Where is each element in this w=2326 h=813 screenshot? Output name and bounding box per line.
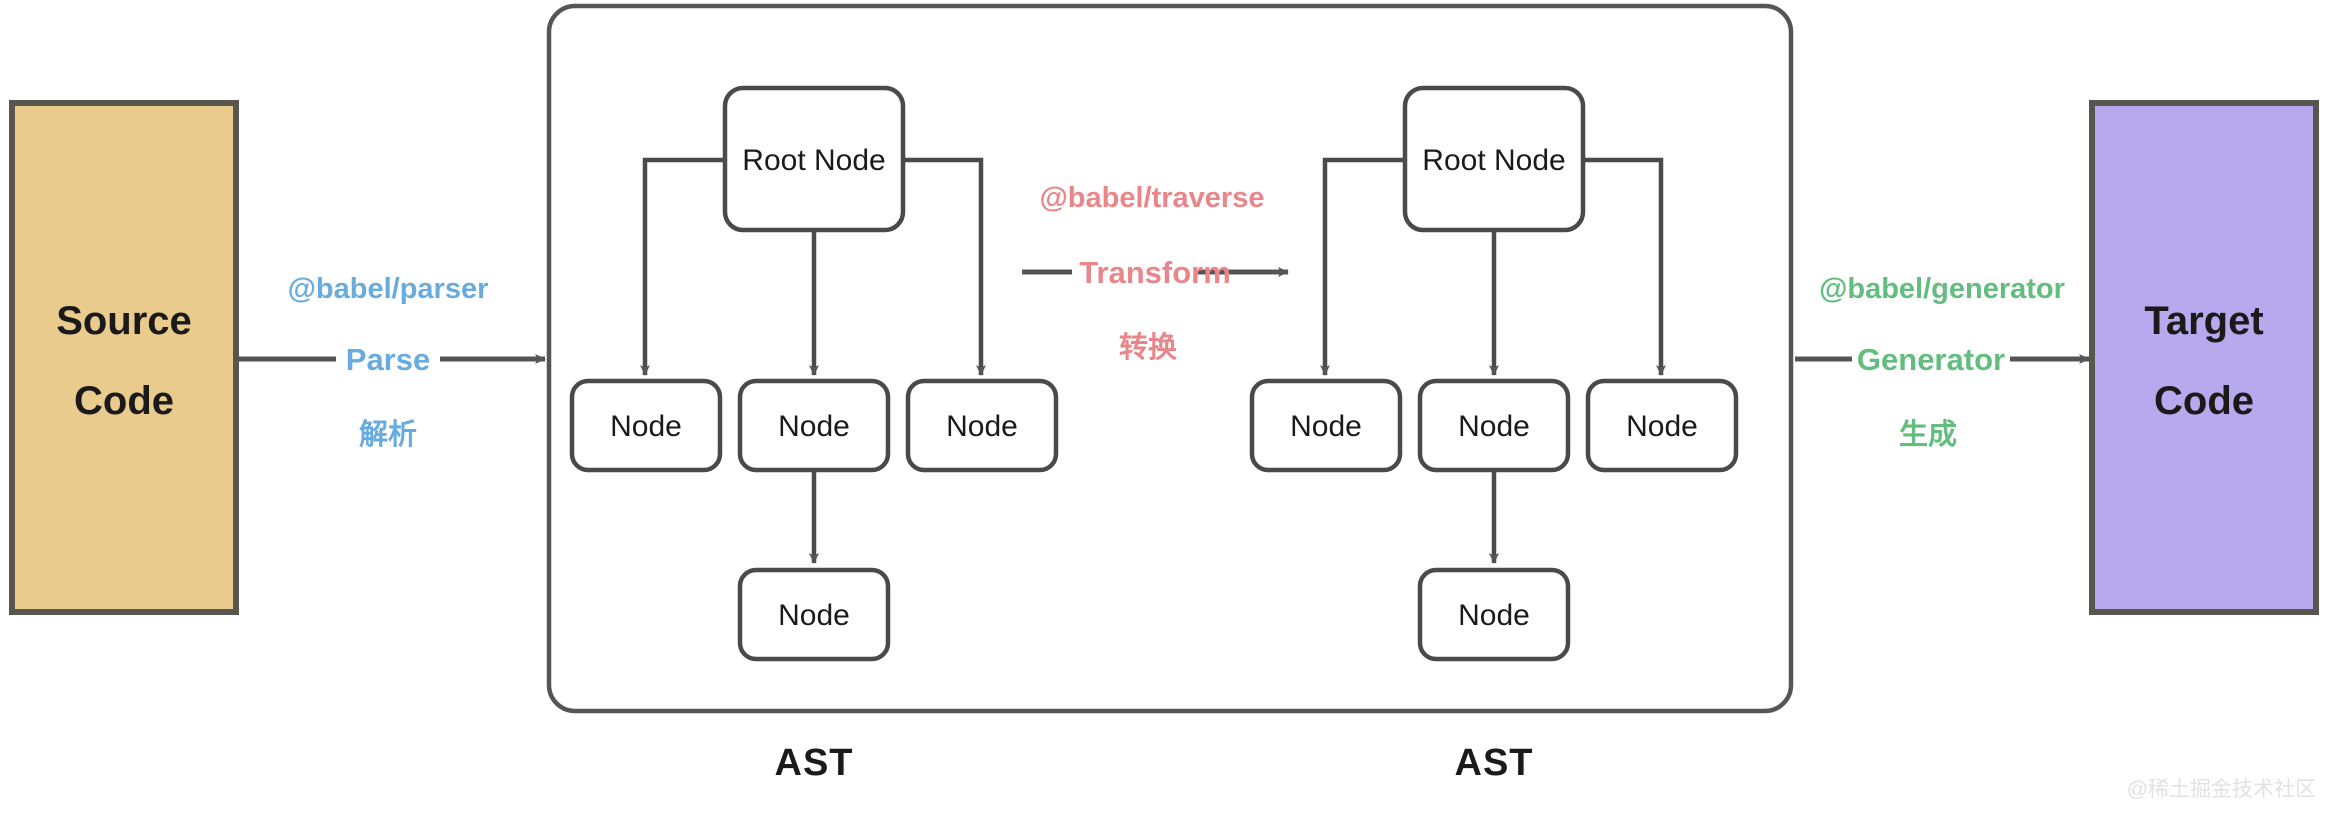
right-child-node-box-2 [1417, 378, 1571, 473]
right-tree-edge-root-to-child3 [1583, 157, 1666, 376]
left-child-node-label-2: Node [778, 410, 850, 443]
left-tree-edge-root-to-child1 [640, 157, 725, 376]
right-tree-edge-root-to-child1 [1320, 157, 1405, 376]
left-child-node-box-1 [569, 378, 723, 473]
target-code-label-line1: Target [2144, 299, 2263, 343]
left-root-node-label: Root Node [742, 144, 885, 177]
generator-chinese-label: 生成 [1899, 418, 1957, 451]
right-child-node-box-3 [1585, 378, 1739, 473]
left-root-node-box [722, 85, 906, 233]
parse-package-label: @babel/parser [288, 273, 489, 305]
generator-package-label: @babel/generator [1819, 273, 2065, 305]
target-code-box [2089, 100, 2319, 615]
ast-caption-right: AST [1455, 742, 1534, 784]
left-grandchild-node-box [737, 567, 891, 662]
source-code-box [9, 100, 239, 615]
ast-caption-left: AST [775, 742, 854, 784]
right-child-node-label-3: Node [1626, 410, 1698, 443]
watermark-label: @稀土掘金技术社区 [2127, 778, 2316, 801]
right-root-node-label: Root Node [1422, 144, 1565, 177]
right-grandchild-node-label: Node [1458, 599, 1530, 632]
target-code-label-line2: Code [2154, 379, 2254, 423]
left-child-node-label-3: Node [946, 410, 1018, 443]
left-tree-edge-root-to-child3 [903, 157, 986, 376]
left-child-node-label-1: Node [610, 410, 682, 443]
left-child-node-box-3 [905, 378, 1059, 473]
right-child-node-label-1: Node [1290, 410, 1362, 443]
left-child-node-box-2 [737, 378, 891, 473]
parse-chinese-label: 解析 [359, 418, 417, 451]
source-code-label-line1: Source [56, 299, 192, 343]
generator-verb-label: Generator [1857, 342, 2005, 377]
right-child-node-label-2: Node [1458, 410, 1530, 443]
right-root-node-box [1402, 85, 1586, 233]
right-child-node-box-1 [1249, 378, 1403, 473]
right-grandchild-node-box [1417, 567, 1571, 662]
source-code-label-line2: Code [74, 379, 174, 423]
transform-package-label: @babel/traverse [1040, 182, 1265, 214]
transform-verb-label: Transform [1079, 255, 1231, 290]
transform-chinese-label: 转换 [1119, 331, 1178, 364]
parse-verb-label: Parse [346, 342, 430, 377]
left-grandchild-node-label: Node [778, 599, 850, 632]
